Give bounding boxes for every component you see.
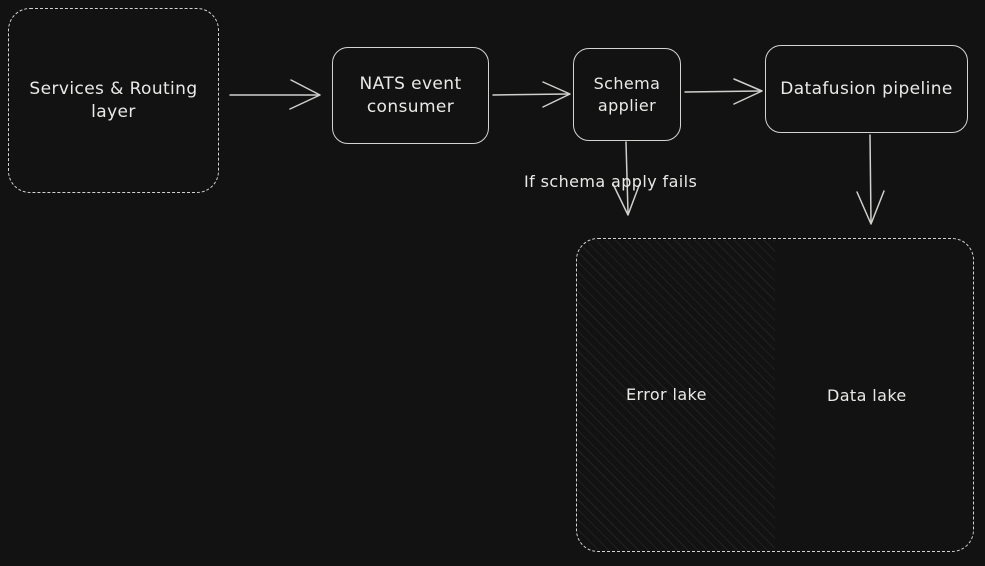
- node-label-nats-event-consumer: NATS event consumer: [359, 73, 462, 117]
- edge-schema-to-datafusion[interactable]: [684, 78, 763, 105]
- node-label-data-lake: Data lake: [827, 386, 907, 405]
- node-services-routing-layer[interactable]: Services & Routing layer: [8, 8, 219, 193]
- node-label-error-lake: Error lake: [626, 385, 707, 404]
- node-schema-applier[interactable]: Schema applier: [573, 48, 681, 141]
- node-lake-container[interactable]: [576, 238, 974, 552]
- node-label-datafusion-pipeline: Datafusion pipeline: [780, 78, 953, 99]
- edge-services-to-nats[interactable]: [229, 79, 321, 110]
- node-nats-event-consumer[interactable]: NATS event consumer: [332, 47, 489, 144]
- edge-schema-to-error-lake[interactable]: [612, 141, 641, 216]
- node-label-services-routing-layer: Services & Routing layer: [29, 78, 198, 122]
- edge-datafusion-to-data-lake[interactable]: [856, 134, 885, 225]
- edge-label-if-schema-apply-fails: If schema apply fails: [524, 172, 698, 191]
- node-datafusion-pipeline[interactable]: Datafusion pipeline: [765, 45, 968, 133]
- edge-nats-to-schema[interactable]: [492, 81, 571, 108]
- node-label-schema-applier: Schema applier: [593, 73, 661, 115]
